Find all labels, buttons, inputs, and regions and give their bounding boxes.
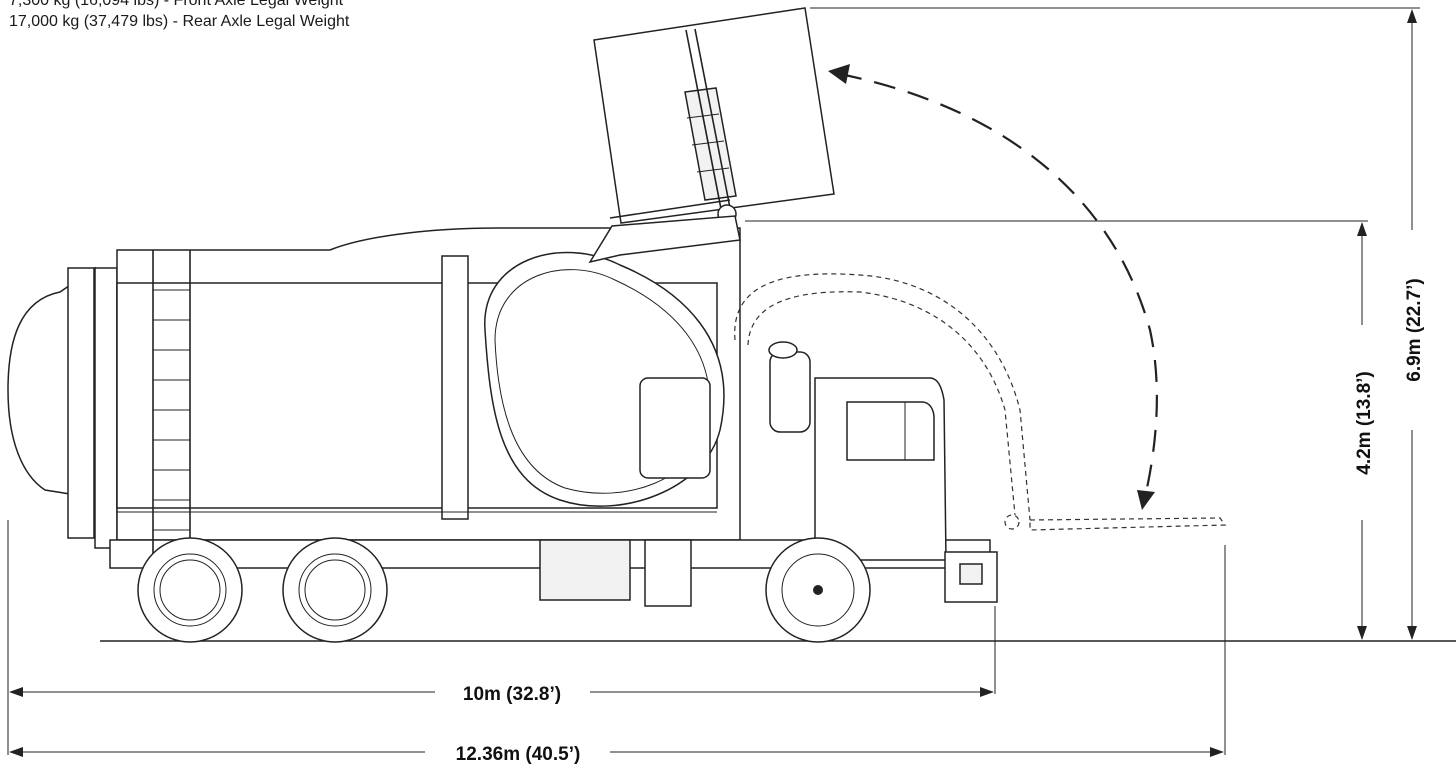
rear-wheel-2 bbox=[282, 537, 388, 643]
cab bbox=[768, 341, 998, 603]
front-axle-weight-note: 7,300 kg (16,094 lbs) - Front Axle Legal… bbox=[9, 0, 344, 9]
extended-length-label: 12.36m (40.5’) bbox=[456, 744, 581, 765]
arc-arrow-top bbox=[828, 64, 850, 84]
lowered-arm-outline bbox=[734, 273, 1227, 531]
raised-height-label: 6.9m (22.7’) bbox=[1404, 278, 1425, 382]
arc-arrow-bottom bbox=[1137, 490, 1155, 510]
raised-container bbox=[593, 7, 835, 247]
refuse-body bbox=[7, 215, 991, 607]
arm-swing-arc bbox=[839, 72, 1158, 498]
travel-height-label: 4.2m (13.8’) bbox=[1354, 371, 1375, 475]
rear-axle-weight-note: 17,000 kg (37,479 lbs) - Rear Axle Legal… bbox=[9, 13, 350, 30]
front-wheel bbox=[765, 537, 871, 643]
rear-wheel-1 bbox=[137, 537, 243, 643]
overall-length-label: 10m (32.8’) bbox=[463, 684, 561, 705]
